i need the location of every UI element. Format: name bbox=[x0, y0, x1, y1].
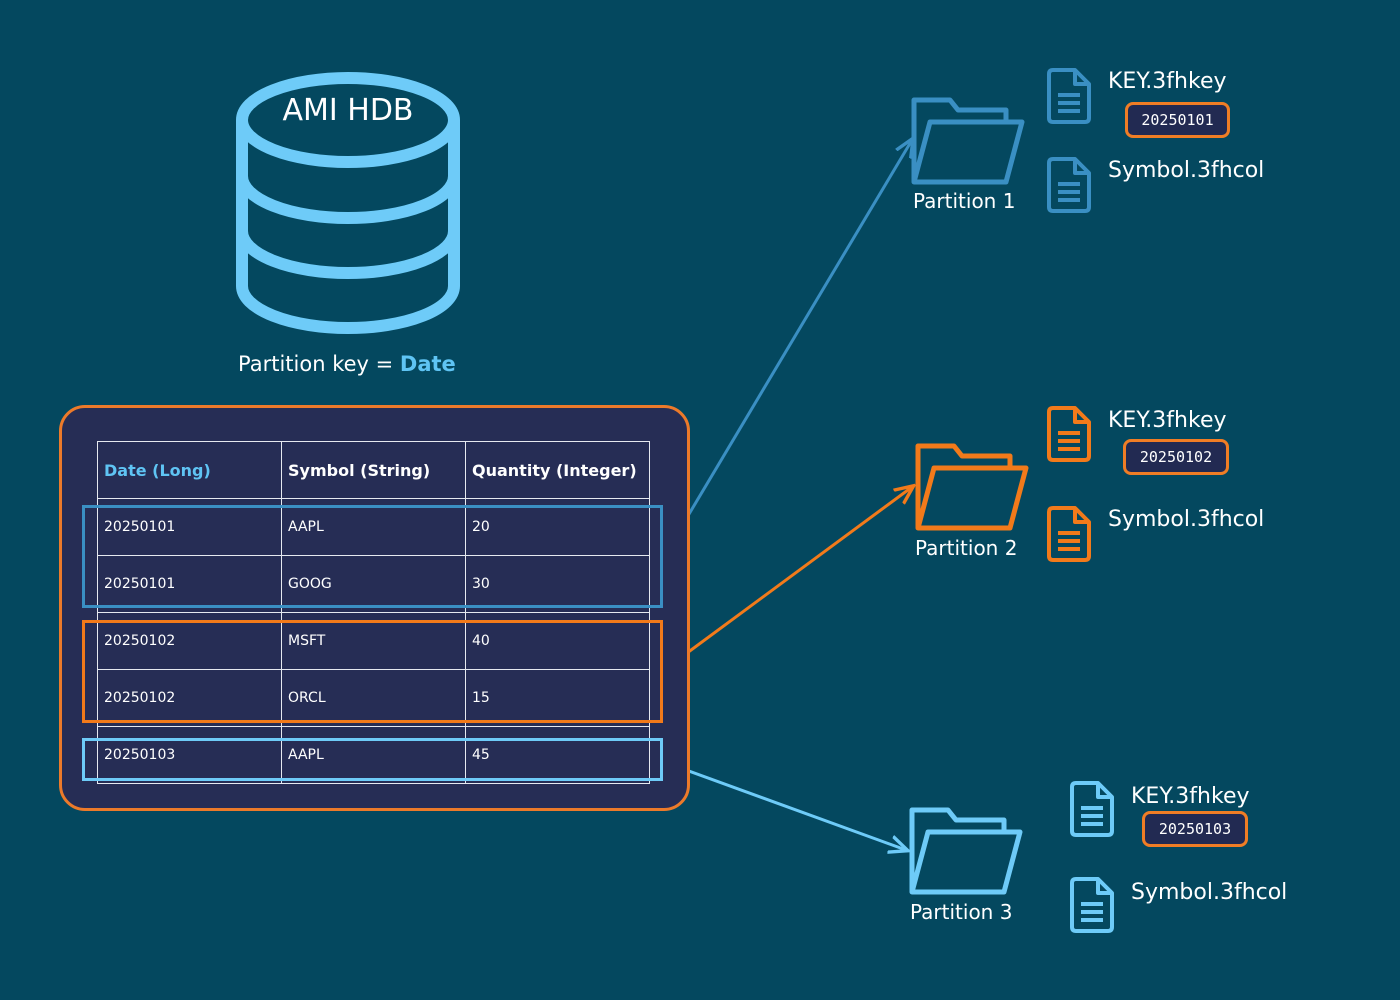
partition-key-value: Date bbox=[399, 352, 456, 376]
arrow-to-partition-1 bbox=[662, 140, 912, 557]
key-value-badge: 20250101 bbox=[1125, 102, 1230, 138]
file-icon bbox=[1047, 157, 1091, 213]
column-file-name: Symbol.3fhcol bbox=[1108, 507, 1265, 532]
table-row: 20250103 AAPL 45 bbox=[97, 726, 650, 784]
database-name-text: AMI HDB bbox=[282, 93, 414, 128]
table-cell: GOOG bbox=[281, 555, 466, 613]
arrow-to-partition-3 bbox=[663, 760, 906, 850]
partition-label: Partition 2 bbox=[915, 536, 1018, 560]
file-icon bbox=[1047, 506, 1091, 562]
partition-3-row-group bbox=[82, 738, 663, 781]
table-cell: 45 bbox=[465, 726, 650, 784]
table-row: 20250101 GOOG 30 bbox=[97, 555, 650, 613]
table-row: 20250102 ORCL 15 bbox=[97, 669, 650, 727]
key-value-badge: 20250102 bbox=[1123, 439, 1229, 475]
arrow-to-partition-2 bbox=[663, 487, 912, 672]
partition-1-row-group bbox=[82, 505, 663, 608]
table-cell: 15 bbox=[465, 669, 650, 727]
folder-icon bbox=[911, 97, 1025, 185]
column-header: Symbol (String) bbox=[281, 441, 466, 499]
partition-label: Partition 3 bbox=[910, 900, 1013, 924]
key-file-name: KEY.3fhkey bbox=[1131, 784, 1250, 809]
folder-icon bbox=[909, 807, 1023, 895]
column-file-name: Symbol.3fhcol bbox=[1131, 880, 1288, 905]
column-header: Date (Long) bbox=[97, 441, 282, 499]
source-table: Date (Long) Symbol (String) Quantity (In… bbox=[97, 441, 650, 784]
file-icon bbox=[1047, 406, 1091, 462]
file-icon bbox=[1047, 68, 1091, 124]
key-file-name: KEY.3fhkey bbox=[1108, 69, 1227, 94]
file-icon bbox=[1070, 877, 1114, 933]
database-icon bbox=[236, 72, 460, 334]
column-file-name: Symbol.3fhcol bbox=[1108, 158, 1265, 183]
table-cell: 30 bbox=[465, 555, 650, 613]
table-cell: AAPL bbox=[281, 726, 466, 784]
partition-key-label: Partition key = Date bbox=[238, 352, 456, 376]
key-file-name: KEY.3fhkey bbox=[1108, 408, 1227, 433]
folder-icon bbox=[915, 443, 1029, 531]
table-cell: ORCL bbox=[281, 669, 466, 727]
table-cell: 20250101 bbox=[97, 555, 282, 613]
partition-label: Partition 1 bbox=[913, 189, 1016, 213]
partition-key-prefix: Partition key = bbox=[238, 352, 400, 376]
partition-2-row-group bbox=[82, 620, 663, 723]
file-icon bbox=[1070, 781, 1114, 837]
column-header: Quantity (Integer) bbox=[465, 441, 650, 499]
table-cell: 20250102 bbox=[97, 669, 282, 727]
table-header-row: Date (Long) Symbol (String) Quantity (In… bbox=[97, 441, 650, 499]
key-value-badge: 20250103 bbox=[1142, 811, 1248, 847]
